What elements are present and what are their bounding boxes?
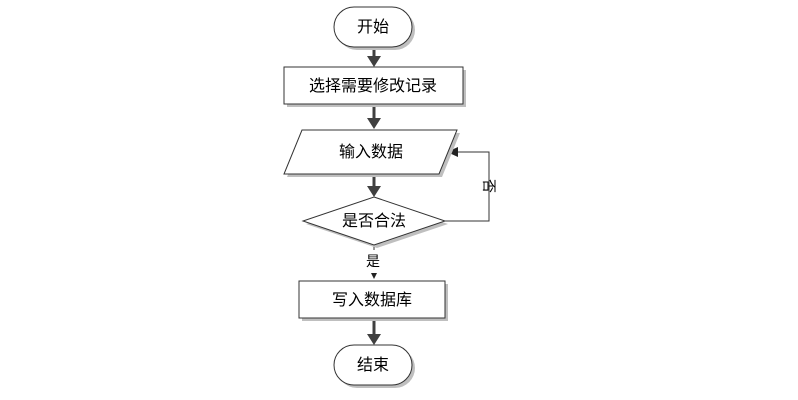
input-data-label: 输入数据 [339,142,403,161]
write-database-label: 写入数据库 [332,290,412,309]
end-node: 结束 [333,344,415,388]
start-node-label: 开始 [357,17,389,36]
select-record-label: 选择需要修改记录 [309,76,437,95]
validity-check-label: 是否合法 [342,211,406,230]
edge-check-to-input-no [445,147,490,222]
no-branch-label: 否 [480,179,496,193]
edge-write-to-end [367,321,381,345]
select-record-node: 选择需要修改记录 [283,66,466,107]
input-data-node: 输入数据 [283,129,460,177]
yes-branch-label: 是 [366,254,380,270]
write-database-node: 写入数据库 [298,280,448,321]
edge-select-to-input [367,104,381,129]
end-node-label: 结束 [357,355,389,374]
edge-input-to-check [367,174,381,197]
validity-check-node: 是否合法 [301,196,448,248]
start-node: 开始 [333,6,415,50]
